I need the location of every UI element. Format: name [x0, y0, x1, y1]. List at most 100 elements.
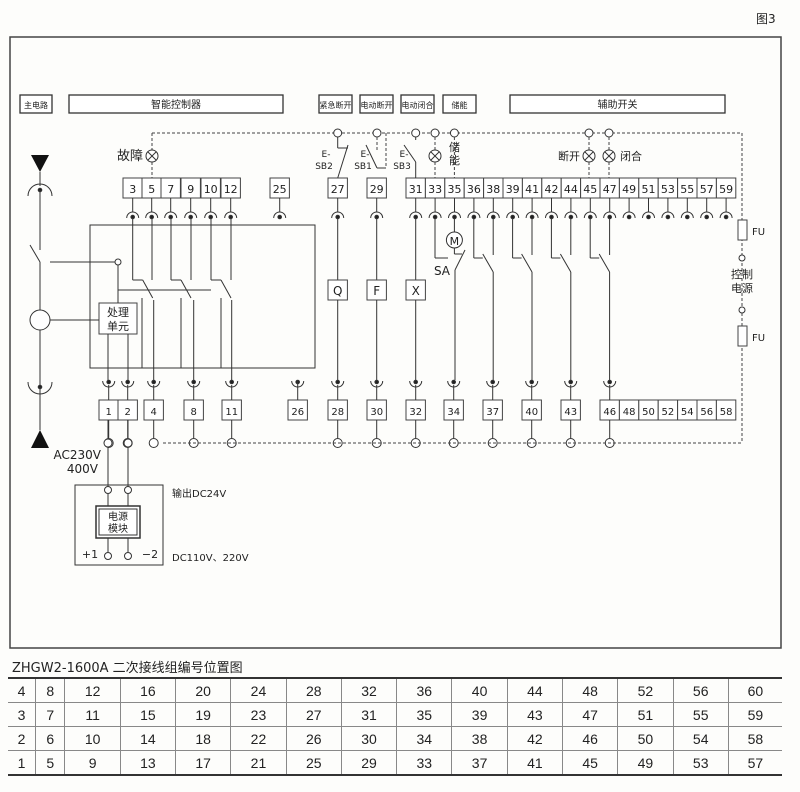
- coil-x-label: X: [412, 284, 420, 298]
- wire: [598, 253, 611, 273]
- motor-label: M: [450, 235, 460, 248]
- socket-pin: [277, 214, 283, 220]
- processing-unit-label: 处理: [107, 306, 129, 319]
- terminal-point: [604, 128, 614, 138]
- terminal-number: 10: [204, 183, 218, 196]
- table-cell: 27: [285, 702, 342, 727]
- table-cell: 32: [340, 677, 398, 703]
- terminal-number: 34: [447, 407, 460, 418]
- table-cell: 48: [562, 677, 619, 703]
- table-cell: 46: [562, 726, 619, 751]
- socket-icon: [145, 211, 159, 219]
- terminal-number: 50: [642, 407, 655, 418]
- table-cell: 59: [727, 702, 782, 727]
- socket-pin: [490, 379, 496, 385]
- terminal-number: 52: [662, 407, 675, 418]
- button-e-label: E-: [322, 150, 331, 160]
- section-header-label: 储能: [452, 100, 468, 110]
- table-cell: 2: [8, 726, 37, 751]
- table-cell: 53: [672, 750, 729, 776]
- terminal-number: 42: [545, 183, 559, 196]
- socket-icon: [603, 211, 617, 219]
- power-module-inner: [98, 508, 138, 536]
- socket-icon: [525, 211, 539, 219]
- terminal-number: 41: [525, 183, 539, 196]
- socket-icon: [224, 211, 238, 219]
- terminal-number: 3: [129, 183, 136, 196]
- terminal-point: [124, 552, 132, 560]
- terminal-number: 46: [603, 407, 616, 418]
- socket-pin: [413, 379, 419, 385]
- minus2-label: −2: [142, 548, 158, 561]
- socket-pin: [665, 214, 671, 220]
- terminal-number: 36: [467, 183, 481, 196]
- socket-icon: [506, 211, 520, 219]
- terminal-number: 47: [603, 183, 617, 196]
- table-cell: 57: [727, 750, 782, 776]
- dc-input-label: DC110V、220V: [172, 553, 249, 564]
- socket-icon: [409, 211, 423, 219]
- controller-box: [89, 224, 316, 369]
- terminal-number: 26: [291, 407, 304, 418]
- table-cell: 60: [727, 677, 782, 703]
- table-cell: 21: [230, 750, 287, 776]
- terminal-point: [738, 254, 746, 262]
- table-cell: 20: [175, 677, 232, 703]
- terminal-point: [104, 486, 112, 494]
- close-lamp-label: 闭合: [620, 149, 642, 163]
- open-lamp-label: 断开: [558, 149, 580, 163]
- table-cell: 9: [64, 750, 121, 776]
- table-cell: 36: [396, 677, 453, 703]
- table-cell: 3: [8, 702, 37, 727]
- socket-pin: [106, 379, 111, 385]
- terminal-number: 28: [331, 407, 344, 418]
- table-cell: 33: [396, 750, 453, 776]
- wire: [430, 151, 440, 161]
- socket-pin: [451, 379, 457, 385]
- socket-pin: [704, 214, 710, 220]
- diagram-frame: [9, 36, 782, 649]
- socket-pin: [626, 214, 632, 220]
- terminal-number: 32: [409, 407, 422, 418]
- table-cell: 8: [35, 677, 66, 703]
- table-cell: 51: [617, 702, 674, 727]
- table-cell: 44: [506, 677, 564, 703]
- table-cell: 12: [64, 677, 121, 703]
- terminal-number: 55: [680, 183, 694, 196]
- table-cell: 31: [340, 702, 398, 727]
- terminal-58: [715, 399, 737, 421]
- terminal-point: [103, 438, 113, 448]
- socket-pin: [335, 379, 341, 385]
- socket-pin: [607, 379, 613, 385]
- wire: [29, 244, 41, 263]
- wire: [454, 249, 466, 271]
- table-cell: 56: [672, 677, 729, 703]
- terminal-number: 30: [370, 407, 383, 418]
- socket-icon: [204, 211, 218, 219]
- processing-unit-label: 单元: [107, 320, 129, 333]
- figure-label: 图3: [756, 12, 776, 26]
- fuse-label: FU: [752, 227, 765, 238]
- table-cell: 38: [451, 726, 508, 751]
- socket-pin: [685, 214, 690, 220]
- terminal-number: 49: [622, 183, 636, 196]
- socket-icon: [642, 211, 655, 219]
- terminal-point: [333, 128, 343, 138]
- table-cell: 29: [340, 750, 398, 776]
- socket-icon: [486, 211, 500, 219]
- table-cell: 5: [35, 750, 66, 776]
- socket-icon: [700, 211, 714, 219]
- terminal-point: [372, 128, 382, 138]
- button-e-label: E-: [361, 150, 370, 160]
- socket-icon: [545, 211, 558, 219]
- button-sb1-label: SB1: [354, 162, 372, 172]
- table-cell: 37: [451, 750, 508, 776]
- terminal-number: 39: [506, 183, 520, 196]
- table-cell: 7: [35, 702, 66, 727]
- current-transformer-icon: [29, 309, 51, 331]
- socket-icon: [273, 211, 287, 219]
